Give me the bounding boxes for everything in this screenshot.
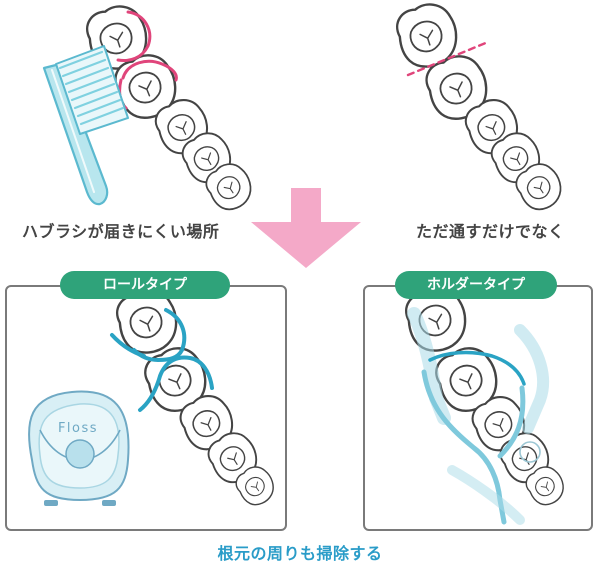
floss-brand-label: Floss	[58, 421, 98, 436]
bottom-caption: 根元の周りも掃除する	[217, 544, 383, 563]
holder-type-label: ホルダータイプ	[395, 271, 557, 299]
floss-container	[28, 390, 130, 506]
right-caption: ただ通すだけでなく	[416, 222, 565, 241]
top-right-teeth	[390, 0, 570, 218]
roll-type-label: ロールタイプ	[60, 271, 230, 299]
down-arrow-icon	[251, 188, 361, 268]
roll-type-panel	[5, 285, 287, 531]
left-caption: ハブラシが届きにくい場所	[22, 222, 220, 241]
dashed-floss-line	[406, 40, 490, 77]
toothbrush	[42, 45, 129, 206]
floss-holder	[407, 307, 550, 525]
roll-floss-strand	[110, 308, 214, 412]
holder-type-panel	[363, 285, 593, 531]
